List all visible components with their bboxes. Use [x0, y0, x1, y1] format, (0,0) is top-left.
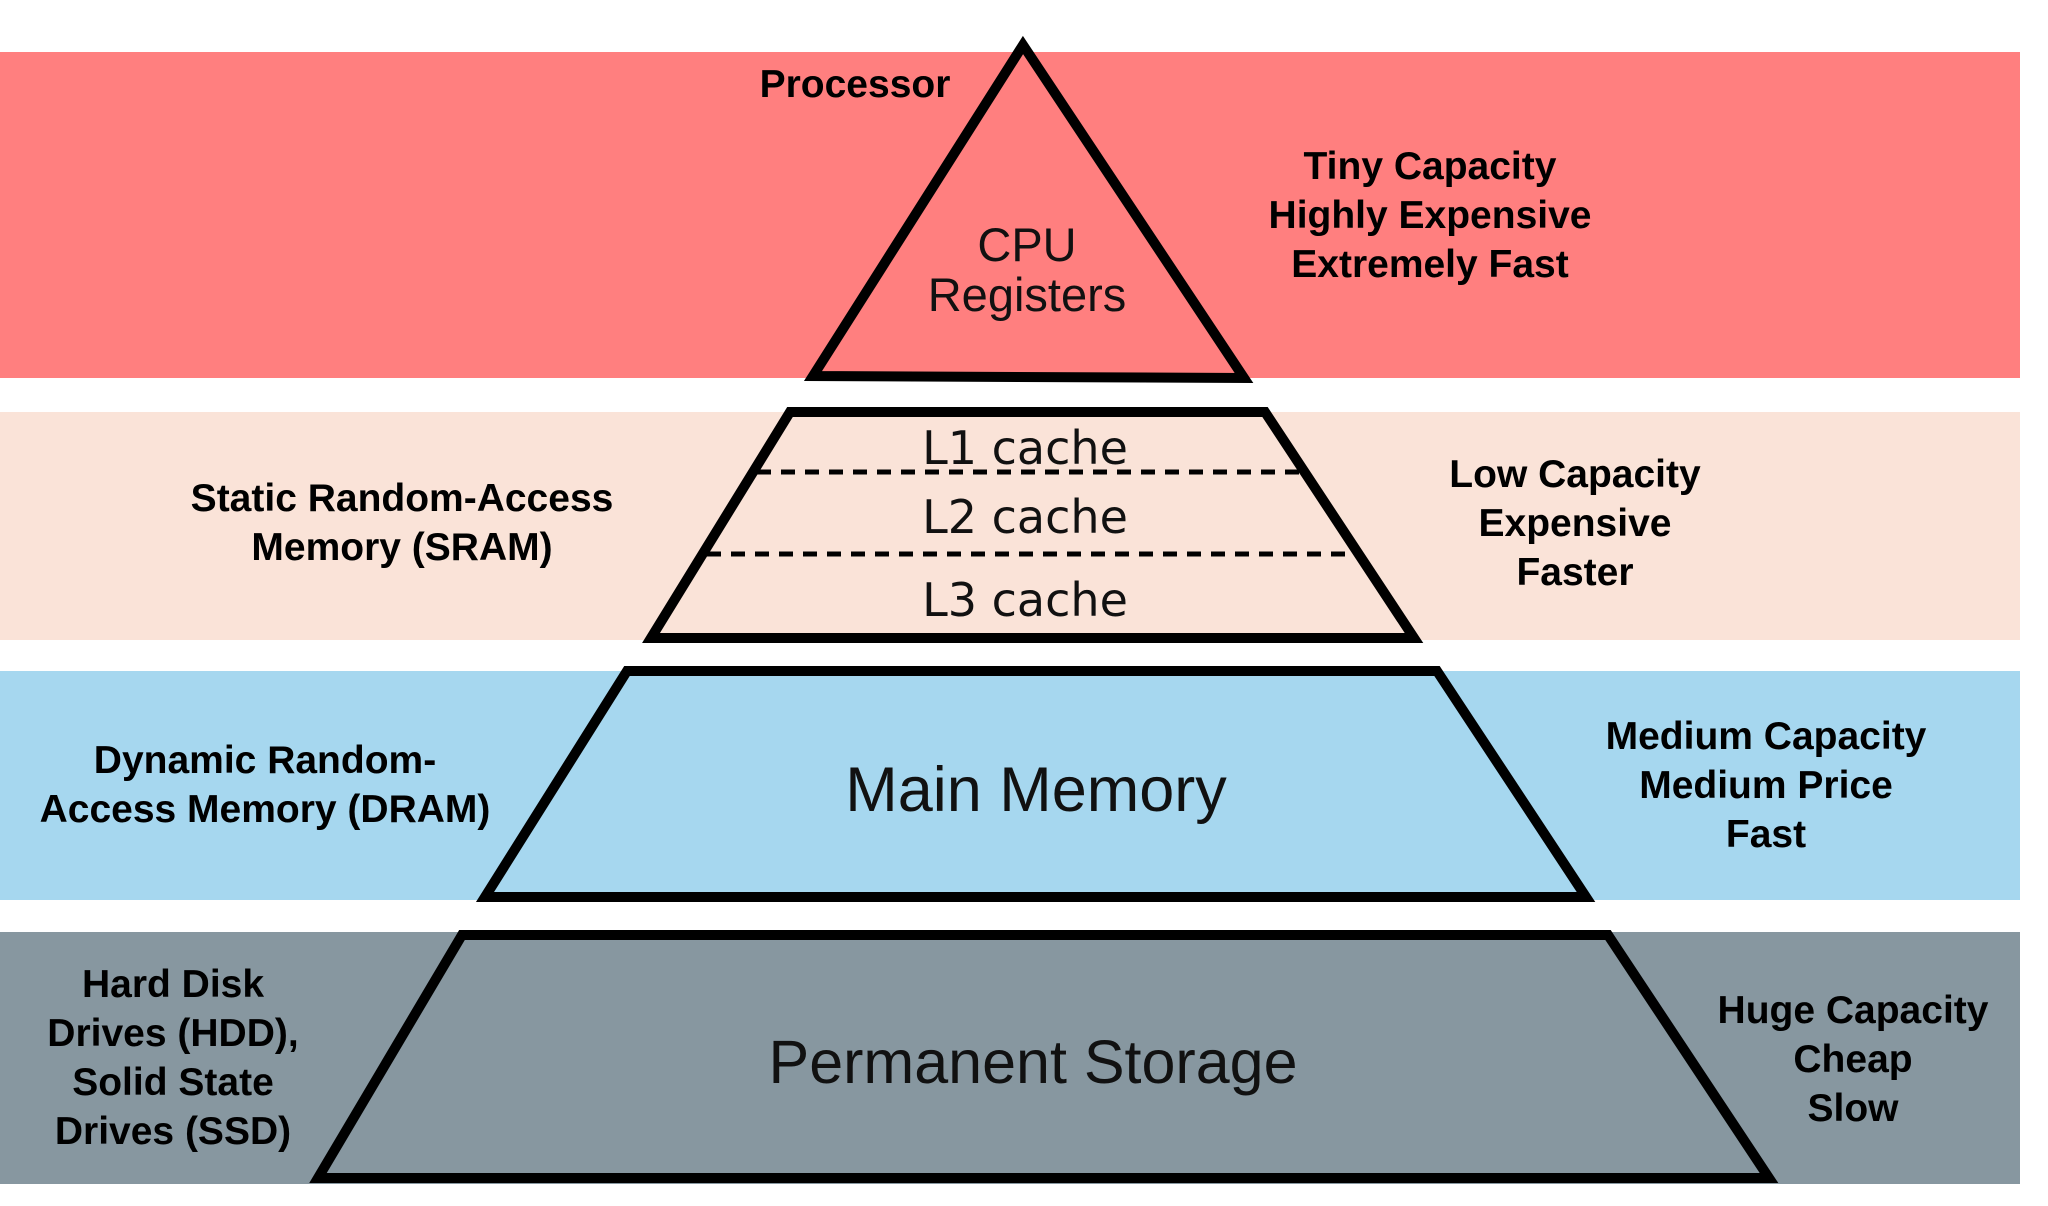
cpu-registers-label: CPU Registers — [927, 218, 1127, 321]
permanent-storage-label: Permanent Storage — [768, 1028, 1298, 1096]
storage-traits: Huge Capacity Cheap Slow — [1717, 989, 1989, 1130]
storage-description: Hard Disk Drives (HDD), Solid State Driv… — [47, 963, 299, 1153]
sram-traits: Low Capacity Expensive Faster — [1449, 453, 1701, 594]
main-memory-trapezoid — [475, 666, 1596, 902]
l1-cache-label: L1 cache — [922, 421, 1128, 475]
dram-traits: Medium Capacity Medium Price Fast — [1605, 715, 1927, 856]
processor-title: Processor — [759, 63, 951, 106]
dram-description: Dynamic Random- Access Memory (DRAM) — [39, 739, 491, 831]
cache-trapezoid — [642, 407, 1424, 643]
l2-cache-label: L2 cache — [922, 490, 1128, 544]
sram-description: Static Random-Access Memory (SRAM) — [190, 477, 614, 569]
cpu-registers-triangle — [803, 35, 1254, 384]
main-memory-label: Main Memory — [845, 755, 1227, 825]
permanent-storage-trapezoid — [309, 930, 1779, 1183]
processor-traits: Tiny Capacity Highly Expensive Extremely… — [1268, 145, 1592, 286]
l3-cache-label: L3 cache — [922, 573, 1128, 627]
